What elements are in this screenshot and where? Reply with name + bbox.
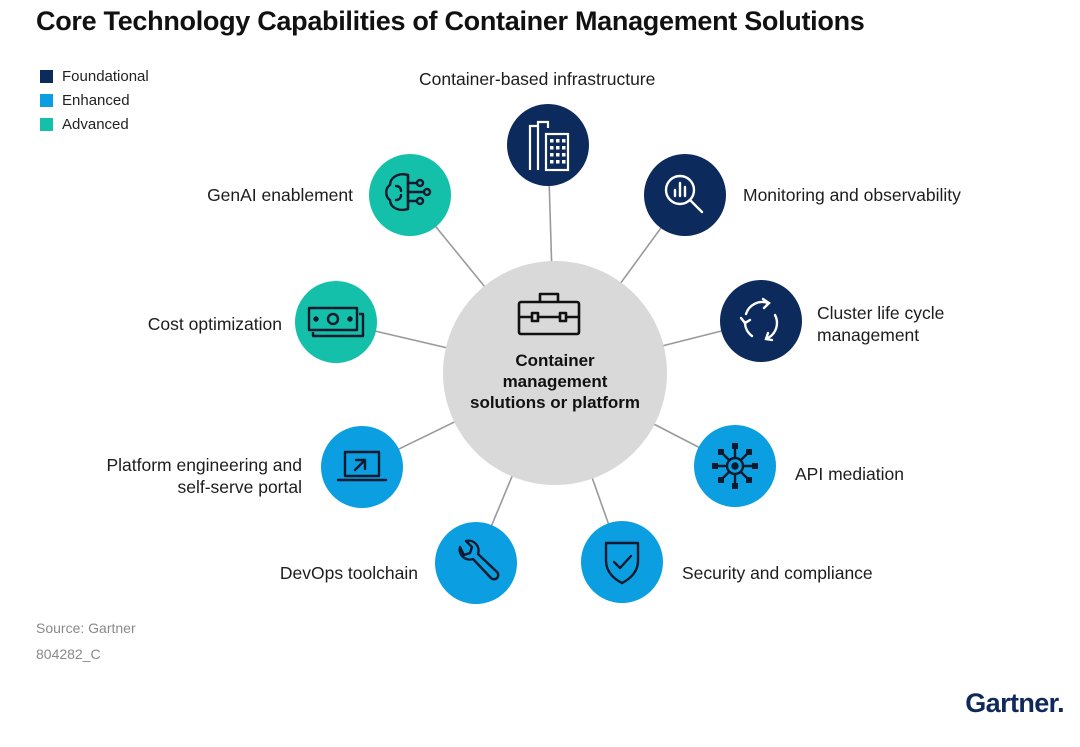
legend-label: Foundational: [62, 67, 149, 85]
node-label-monitoring: Monitoring and observability: [743, 185, 961, 205]
magnifier-chart-icon: [664, 174, 704, 214]
node-platform-eng: [321, 426, 403, 508]
cash-icon: [307, 306, 365, 338]
node-security: [581, 521, 663, 603]
node-label-genai: GenAI enablement: [207, 185, 353, 205]
legend-swatch-foundational: [40, 69, 53, 83]
legend-label: Advanced: [62, 115, 129, 133]
legend: Foundational Enhanced Advanced: [40, 64, 149, 136]
figure-id: 804282_C: [36, 646, 101, 662]
legend-item-enhanced: Enhanced: [40, 88, 149, 112]
node-label-security: Security and compliance: [682, 563, 873, 583]
page-title: Core Technology Capabilities of Containe…: [36, 6, 865, 36]
legend-swatch-enhanced: [40, 93, 53, 107]
source-note: Source: Gartner: [36, 620, 136, 636]
wrench-icon: [458, 539, 500, 581]
laptop-cursor-icon: [336, 450, 388, 482]
node-label-cluster: Cluster life cycle management: [817, 303, 945, 345]
node-genai: [369, 154, 451, 236]
legend-label: Enhanced: [62, 91, 130, 109]
cycle-arrows-icon: [739, 297, 779, 342]
building-icon: [528, 120, 570, 172]
ai-brain-icon: [385, 173, 432, 212]
legend-item-advanced: Advanced: [40, 112, 149, 136]
briefcase-icon: [517, 292, 581, 336]
node-label-platform-eng: Platform engineering and self-serve port…: [106, 455, 302, 497]
gartner-logo: Gartner.: [965, 688, 1064, 718]
node-cluster: [720, 280, 802, 362]
node-label-devops: DevOps toolchain: [279, 563, 418, 583]
network-hub-icon: [712, 443, 758, 489]
node-label-container-infra: Container-based infrastructure: [419, 69, 656, 89]
legend-item-foundational: Foundational: [40, 64, 149, 88]
center-hub-label: Container management solutions or platfo…: [470, 351, 640, 412]
center-hub: [443, 261, 667, 485]
node-label-api: API mediation: [795, 464, 904, 484]
legend-swatch-advanced: [40, 117, 53, 131]
node-label-cost: Cost optimization: [147, 314, 282, 334]
node-container-infra: [507, 104, 589, 186]
shield-check-icon: [604, 541, 640, 585]
